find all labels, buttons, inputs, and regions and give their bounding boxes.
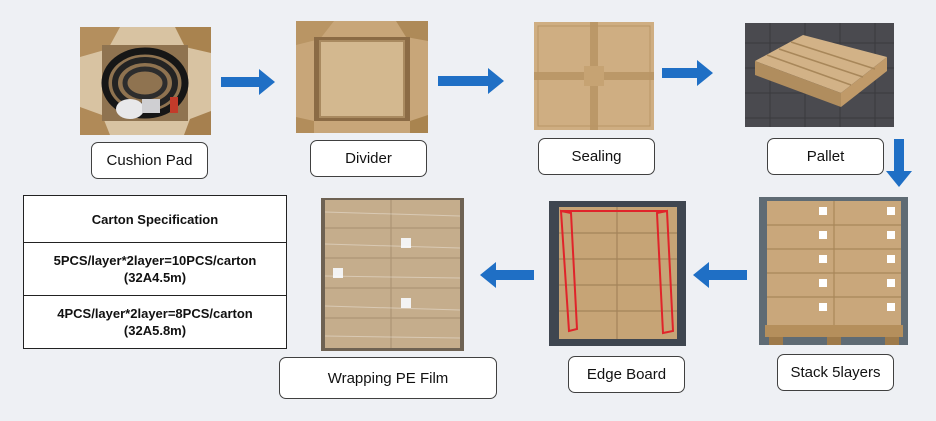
carton-spec-table: Carton Specification 5PCS/layer*2layer=1… <box>23 195 287 349</box>
stack-layers-photo <box>759 197 908 345</box>
spec-row: 5PCS/layer*2layer=10PCS/carton (32A4.5m) <box>23 242 287 296</box>
step-label-sealing: Sealing <box>538 138 655 175</box>
spec-row: 4PCS/layer*2layer=8PCS/carton (32A5.8m) <box>23 295 287 349</box>
step-label-wrapping-pe-film: Wrapping PE Film <box>279 357 497 399</box>
divider-photo <box>296 21 428 133</box>
spec-row-line2: (32A5.8m) <box>123 323 187 338</box>
pallet-photo <box>745 23 894 127</box>
spec-row-line1: 4PCS/layer*2layer=8PCS/carton <box>57 306 253 321</box>
cushion-pad-photo <box>80 27 211 135</box>
step-label-edge-board: Edge Board <box>568 356 685 393</box>
arrow-right-icon <box>221 69 275 95</box>
sealing-photo <box>534 22 654 130</box>
arrow-left-icon <box>693 262 747 288</box>
step-label-stack-layers: Stack 5layers <box>777 354 894 391</box>
spec-row-line1: 5PCS/layer*2layer=10PCS/carton <box>53 253 257 268</box>
step-label-pallet: Pallet <box>767 138 884 175</box>
arrow-down-icon <box>886 139 912 187</box>
step-label-divider: Divider <box>310 140 427 177</box>
arrow-right-icon <box>662 60 713 86</box>
spec-row-line2: (32A4.5m) <box>123 270 187 285</box>
arrow-right-icon <box>438 68 504 94</box>
arrow-left-icon <box>480 262 534 288</box>
spec-title: Carton Specification <box>23 195 287 243</box>
edge-board-photo <box>549 201 686 346</box>
wrapping-pe-film-photo <box>321 198 464 351</box>
step-label-cushion-pad: Cushion Pad <box>91 142 208 179</box>
